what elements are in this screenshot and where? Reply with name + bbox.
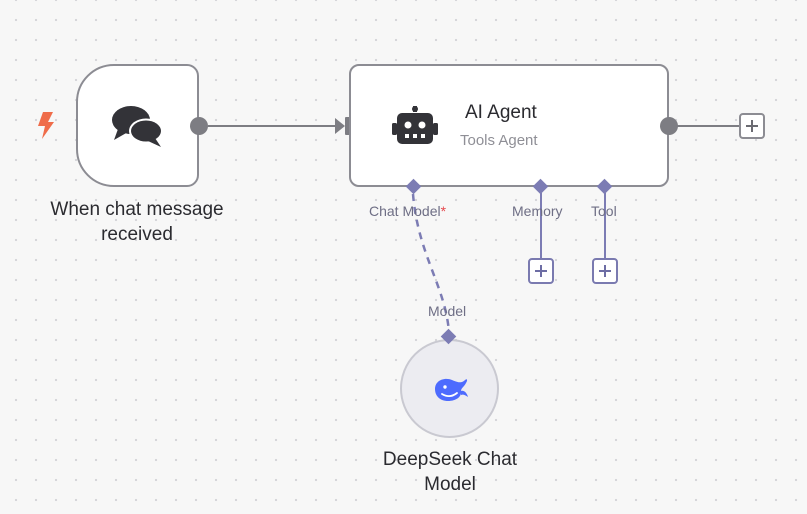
trigger-label-line1: When chat message — [50, 199, 224, 220]
add-memory-button[interactable] — [528, 258, 554, 284]
tool-port-label: Tool — [591, 203, 617, 219]
connection-arrowhead — [335, 118, 345, 134]
chat-model-port-text: Chat Model — [369, 203, 441, 219]
model-label-line1: DeepSeek Chat — [382, 449, 518, 470]
deepseek-whale-icon — [434, 378, 468, 401]
model-label-line2: Model — [424, 474, 476, 495]
trigger-output-port[interactable] — [190, 117, 208, 135]
chat-trigger-node[interactable] — [76, 64, 199, 187]
add-next-node-button[interactable] — [739, 113, 765, 139]
model-port-label: Model — [428, 303, 467, 319]
add-tool-button[interactable] — [592, 258, 618, 284]
deepseek-model-node[interactable] — [400, 339, 499, 438]
memory-port-label: Memory — [512, 203, 563, 219]
chat-bubbles-icon — [111, 105, 163, 147]
agent-output-port[interactable] — [660, 117, 678, 135]
trigger-node-label: When chat message received — [17, 197, 257, 247]
lightning-bolt-icon — [38, 112, 54, 139]
robot-icon — [392, 106, 438, 144]
agent-subtitle: Tools Agent — [460, 132, 538, 149]
chat-model-port-label: Chat Model* — [369, 203, 446, 219]
model-node-label: DeepSeek Chat Model — [330, 447, 570, 497]
required-marker: * — [440, 203, 447, 219]
agent-title: AI Agent — [465, 102, 537, 123]
trigger-label-line2: received — [101, 224, 173, 245]
ai-agent-node[interactable]: AI Agent Tools Agent — [349, 64, 669, 187]
model-to-agent-connection[interactable] — [411, 193, 451, 333]
